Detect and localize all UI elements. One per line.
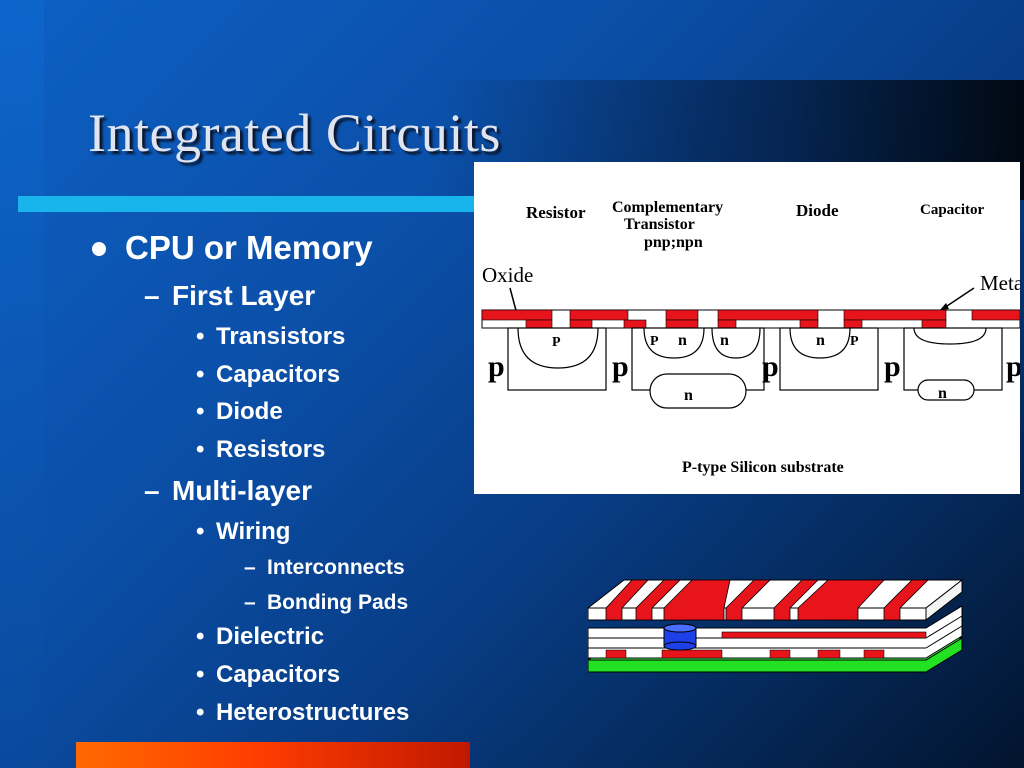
region-p: p: [884, 350, 901, 383]
top-wiring-strips: [605, 579, 929, 621]
interconnect-line: [721, 631, 927, 639]
bullet-dot: [92, 242, 106, 256]
slide-title: Integrated Circuits: [88, 103, 501, 163]
region-p: p: [1006, 350, 1020, 383]
item-bonding-pads: Bonding Pads: [267, 591, 409, 614]
item-heterostructures: Heterostructures: [216, 699, 410, 726]
bullet-multi-layer: Multi-layer: [172, 475, 313, 506]
dot-glyph: •: [196, 699, 205, 726]
wells: [507, 327, 1003, 409]
dot-glyph: •: [196, 398, 205, 425]
dot-glyph: •: [196, 361, 205, 388]
dash-glyph: –: [244, 556, 256, 579]
metal-pointer: [943, 287, 975, 309]
title-underline-bar: [18, 196, 488, 212]
bullet-cpu-or-memory: CPU or Memory: [125, 229, 373, 266]
metal-contacts: [481, 309, 1020, 329]
bottom-accent-bar: [76, 742, 470, 768]
region-p-small: P: [850, 334, 859, 349]
region-p: p: [612, 350, 629, 383]
dash-glyph: –: [144, 280, 160, 311]
label-transistor: Transistor: [624, 216, 695, 233]
region-n: n: [684, 387, 693, 404]
dash-glyph: –: [144, 475, 160, 506]
label-metal: Metal: [980, 271, 1020, 295]
dot-glyph: •: [196, 518, 205, 545]
cross-section-svg: Resistor Complementary Transistor pnp;np…: [481, 199, 1020, 476]
region-p: p: [762, 350, 779, 383]
label-complementary: Complementary: [612, 199, 723, 216]
region-p-small: P: [650, 334, 659, 349]
left-accent-stripe: [0, 0, 44, 768]
region-n: n: [816, 332, 825, 349]
region-n: n: [678, 332, 687, 349]
label-pnp-npn: pnp;npn: [644, 234, 703, 251]
item-resistors: Resistors: [216, 436, 326, 463]
label-diode: Diode: [796, 201, 839, 220]
dot-glyph: •: [196, 623, 205, 650]
bullet-first-layer: First Layer: [172, 280, 316, 311]
label-oxide: Oxide: [482, 263, 533, 287]
region-p-small: P: [552, 335, 561, 350]
label-resistor: Resistor: [526, 203, 586, 222]
item-interconnects: Interconnects: [267, 556, 405, 579]
label-substrate: P-type Silicon substrate: [682, 459, 844, 476]
item-diode: Diode: [216, 398, 283, 425]
region-n: n: [938, 385, 947, 402]
item-wiring: Wiring: [216, 518, 291, 545]
ic-cross-section-diagram: Resistor Complementary Transistor pnp;np…: [474, 162, 1020, 494]
region-p: p: [488, 350, 505, 383]
dash-glyph: –: [244, 591, 256, 614]
region-n: n: [720, 332, 729, 349]
item-transistors: Transistors: [216, 323, 346, 350]
item-capacitors-2: Capacitors: [216, 661, 341, 688]
item-capacitors: Capacitors: [216, 361, 341, 388]
dot-glyph: •: [196, 323, 205, 350]
multilayer-stack-graphic: [588, 578, 964, 673]
item-dielectric: Dielectric: [216, 623, 325, 650]
dot-glyph: •: [196, 436, 205, 463]
dot-glyph: •: [196, 661, 205, 688]
label-capacitor: Capacitor: [920, 202, 984, 218]
metal-arrowhead: [940, 303, 949, 310]
